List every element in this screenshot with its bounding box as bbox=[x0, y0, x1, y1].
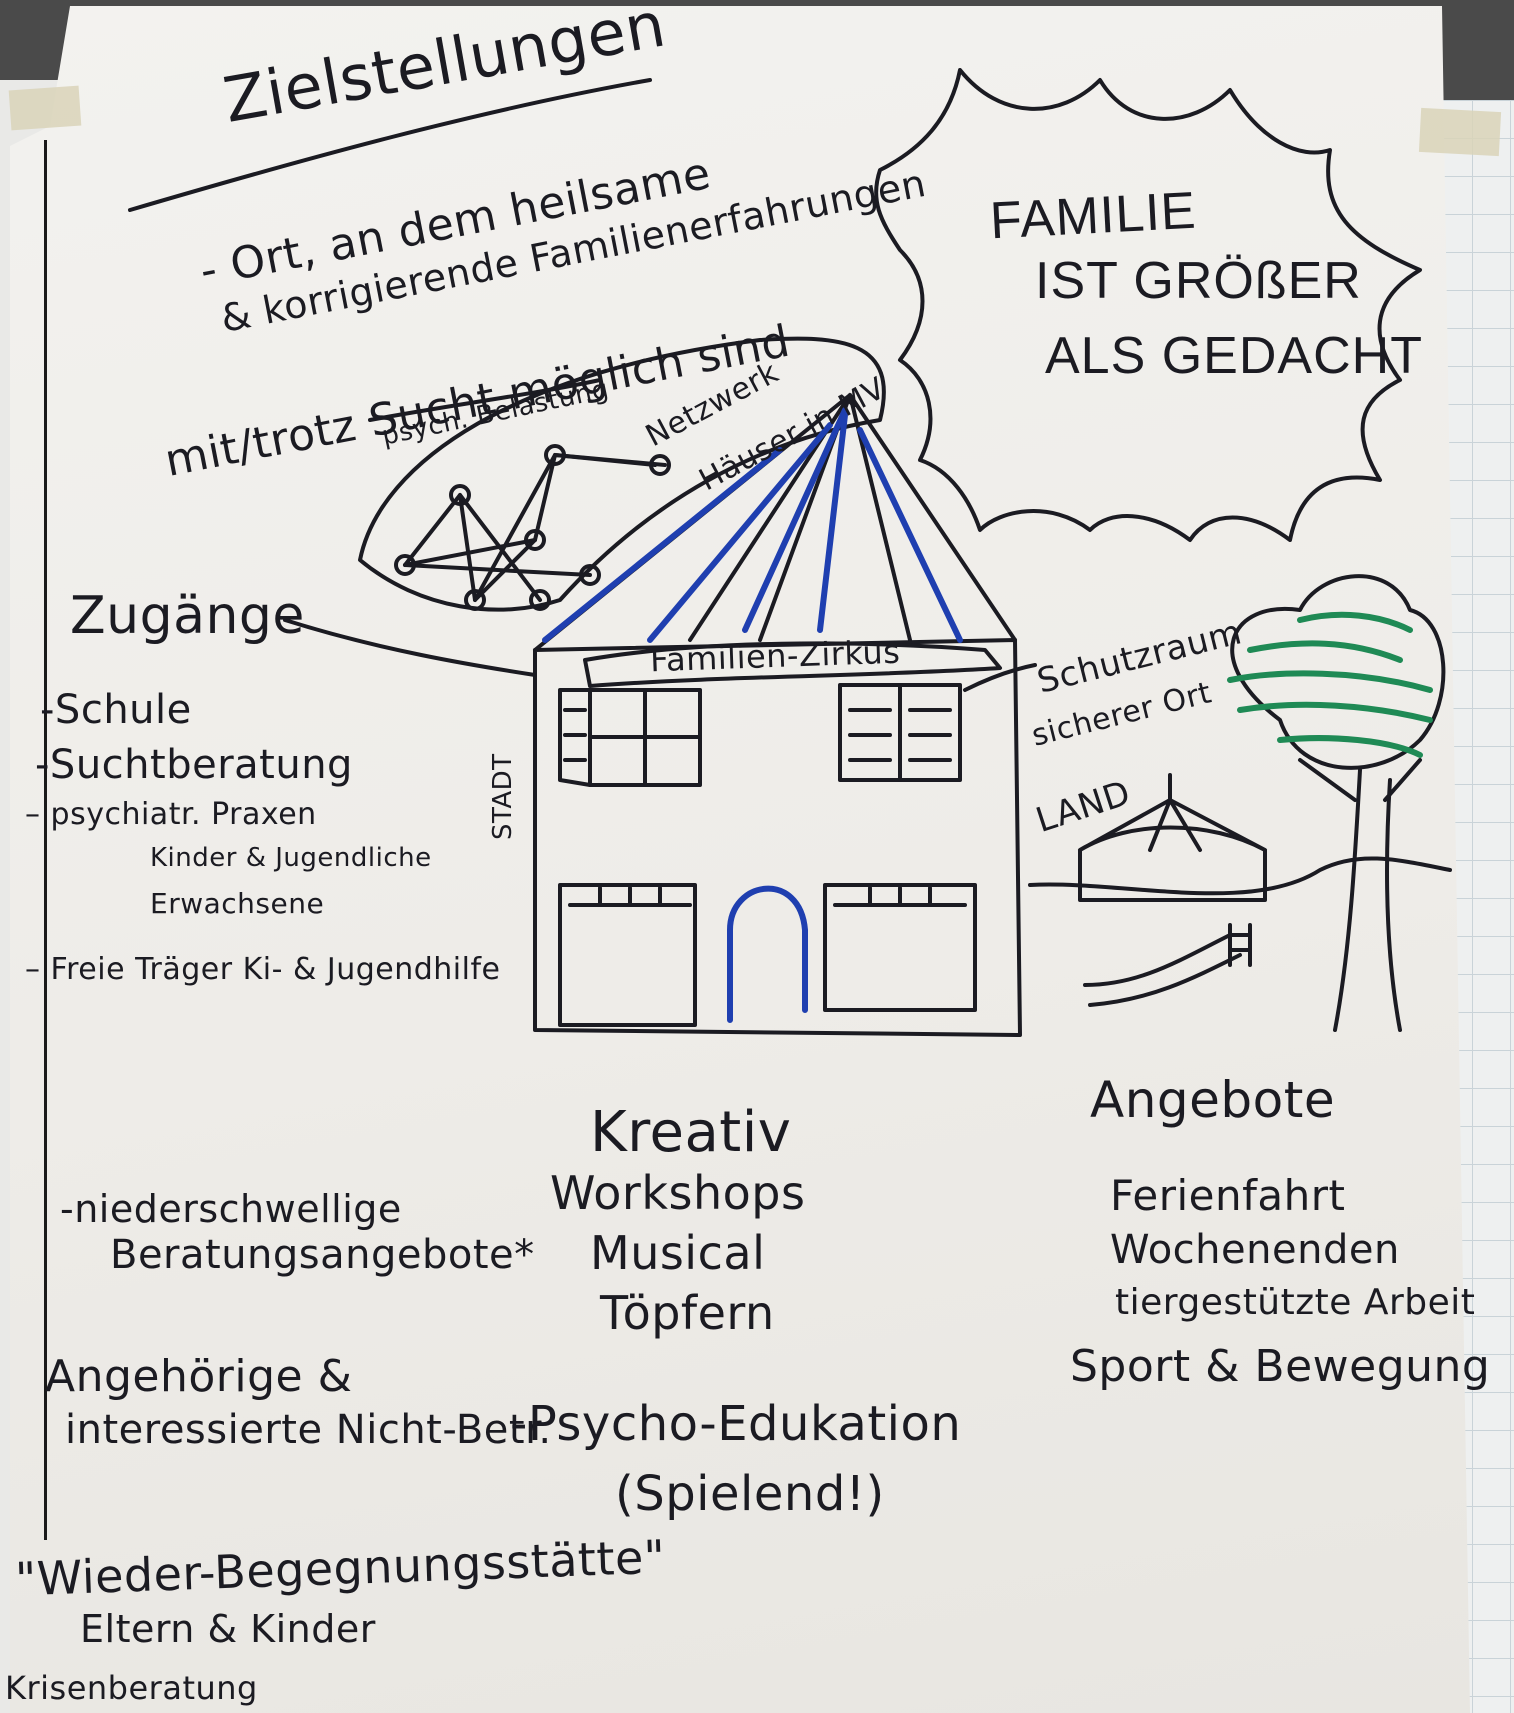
offers-item-4: Sport & Bewegung bbox=[1070, 1341, 1491, 1392]
reunion-line-2: Eltern & Kinder bbox=[80, 1607, 376, 1651]
offers-item-3: tiergestützte Arbeit bbox=[1115, 1282, 1476, 1323]
low-threshold-line-1: -niederschwellige bbox=[60, 1187, 402, 1231]
title-underline bbox=[128, 78, 652, 212]
slide bbox=[1083, 923, 1252, 1007]
relatives-line-2: interessierte Nicht-Betr. bbox=[65, 1407, 552, 1453]
house-side-label: STADT bbox=[488, 753, 518, 840]
tree-crown-outline bbox=[1230, 574, 1446, 770]
offers-heading: Angebote bbox=[1090, 1071, 1336, 1129]
house-body bbox=[533, 638, 1022, 1037]
house-banner bbox=[583, 641, 1002, 688]
flipchart-sheet bbox=[10, 6, 1470, 1713]
low-threshold-line-2: Beratungsangebote* bbox=[110, 1232, 535, 1278]
shop-window-right bbox=[823, 883, 977, 1012]
sheet-edge-line bbox=[44, 140, 47, 1540]
creative-item-3: Töpfern bbox=[600, 1286, 775, 1340]
crisis-label: Krisenberatung bbox=[5, 1669, 258, 1707]
relatives-line-1: Angehörige & bbox=[45, 1351, 353, 1402]
access-item-children: Kinder & Jugendliche bbox=[150, 843, 432, 873]
shop-window-left bbox=[558, 883, 697, 1027]
offers-item-2: Wochenenden bbox=[1110, 1227, 1400, 1273]
network-graph bbox=[394, 444, 671, 611]
psycho-line-1: -Psycho-Edukation bbox=[510, 1396, 962, 1452]
cloud-line-3: ALS GEDACHT bbox=[1045, 327, 1423, 385]
blue-door-arch bbox=[727, 885, 808, 1023]
cloud-line-2: IST GRÖßER bbox=[1035, 252, 1362, 310]
window-right bbox=[838, 683, 962, 782]
creative-heading: Kreativ bbox=[590, 1100, 792, 1165]
connector-shelter bbox=[963, 663, 1037, 692]
access-item-school: -Schule bbox=[40, 687, 192, 733]
roof-lines bbox=[533, 393, 1017, 652]
house-banner-text: Familien-Zirkus bbox=[649, 632, 901, 680]
window-left bbox=[558, 688, 702, 787]
psycho-line-2: (Spielend!) bbox=[615, 1466, 885, 1522]
connector-access bbox=[283, 618, 537, 677]
network-bubble bbox=[358, 336, 886, 612]
cloud-line-1: FAMILIE bbox=[988, 181, 1198, 251]
circus-tent bbox=[1078, 773, 1267, 902]
offers-item-1: Ferienfahrt bbox=[1110, 1171, 1346, 1220]
access-heading: Zugänge bbox=[70, 586, 305, 646]
access-item-addiction: -Suchtberatung bbox=[35, 742, 353, 788]
creative-item-2: Musical bbox=[590, 1226, 766, 1280]
access-item-adults: Erwachsene bbox=[150, 887, 325, 920]
tree-trunk bbox=[1298, 758, 1422, 1032]
blue-roof-lines bbox=[542, 407, 963, 1023]
creative-item-1: Workshops bbox=[550, 1166, 806, 1220]
psych-underline bbox=[368, 378, 602, 422]
access-item-psych: – psychiatr. Praxen bbox=[25, 797, 317, 832]
green-tree-crown bbox=[1227, 611, 1433, 758]
landscape-line bbox=[1028, 856, 1452, 896]
speech-bubble-cloud bbox=[874, 68, 1422, 542]
access-item-providers: – Freie Träger Ki- & Jugendhilfe bbox=[25, 952, 501, 987]
